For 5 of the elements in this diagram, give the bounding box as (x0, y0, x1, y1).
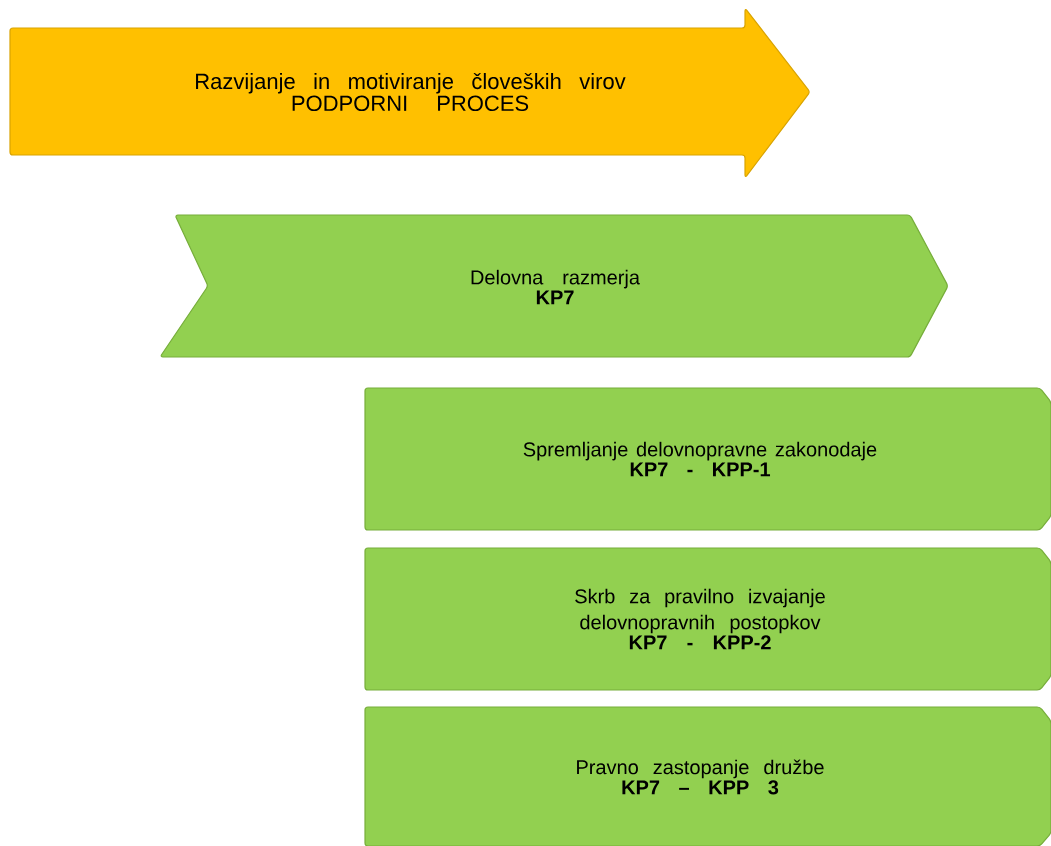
arrow-banner: Razvijanje in motiviranje človeških virov PODPORNI PROCES (9, 8, 810, 178)
process-box: Spremljanje delovnopravne zakonodaje KP7 - KPP-1 (364, 387, 1051, 531)
chevron-banner: Delovna razmerja KP7 (160, 214, 948, 358)
process-box: Pravno zastopanje družbe KP7 – KPP 3 (364, 706, 1051, 846)
process-box: Skrb za pravilno izvajanje delovnopravnih postopkov KP7 - KPP-2 (364, 547, 1051, 691)
